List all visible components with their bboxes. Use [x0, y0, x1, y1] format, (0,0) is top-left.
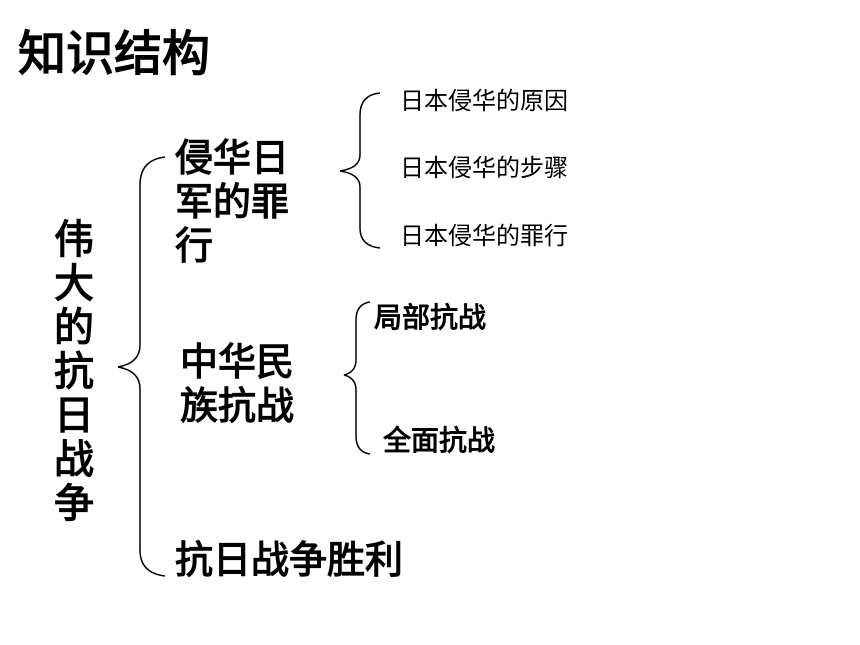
- leaf-full-resistance: 全面抗战: [383, 424, 496, 457]
- root-brace: [117, 156, 166, 577]
- branch1-brace: [339, 92, 381, 249]
- branch-national-resistance: 中华民族抗战: [180, 340, 295, 428]
- leaf-invasion-steps: 日本侵华的步骤: [400, 154, 568, 182]
- branch-japanese-crimes: 侵华日军的罪行: [175, 136, 290, 268]
- root-topic: 伟大的抗日战争: [54, 217, 94, 527]
- leaf-invasion-causes: 日本侵华的原因: [400, 87, 568, 115]
- branch2-brace: [343, 301, 371, 455]
- page-title: 知识结构: [18, 26, 211, 82]
- leaf-partial-resistance: 局部抗战: [374, 301, 487, 334]
- branch-war-victory: 抗日战争胜利: [175, 538, 404, 582]
- leaf-invasion-crimes: 日本侵华的罪行: [400, 222, 568, 250]
